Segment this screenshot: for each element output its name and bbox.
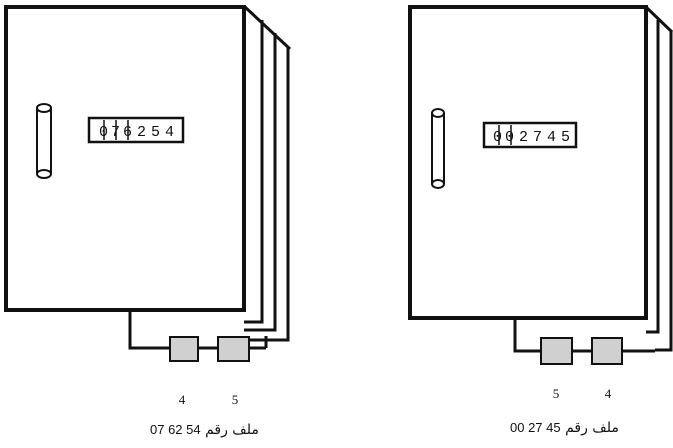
- right-file-word: ملف رقم: [565, 420, 619, 436]
- left-module-label-2: 5: [232, 392, 239, 407]
- left-digit: 7: [111, 124, 120, 141]
- right-cable: [515, 318, 541, 351]
- left-back-panel-2: [244, 33, 275, 330]
- left-digit: 5: [151, 124, 160, 141]
- left-file-word: ملف رقم: [205, 422, 259, 438]
- left-display-digits: 0 7 6 2 5 4: [99, 124, 174, 141]
- left-digit: 4: [165, 124, 174, 141]
- right-file-caption: 00 27 45 ملف رقم: [510, 420, 619, 436]
- right-file-number: 00 27 45: [510, 420, 561, 435]
- left-digit: 0: [99, 124, 108, 141]
- left-digit: 2: [137, 124, 146, 141]
- right-module-2: [592, 338, 622, 364]
- right-digit: 4: [547, 129, 556, 146]
- right-cabinet: [410, 7, 672, 364]
- left-back-panel-3: [248, 47, 288, 340]
- right-display-digits: 0 0 2 7 4 5: [493, 129, 570, 146]
- left-digit: 6: [123, 124, 132, 141]
- right-module-label-2: 4: [605, 386, 612, 401]
- right-digit: 0: [505, 129, 514, 146]
- right-digit: 5: [561, 129, 570, 146]
- left-panel-top-edge: [245, 7, 290, 49]
- right-module-1: [541, 338, 572, 364]
- left-module-label-1: 4: [179, 392, 186, 407]
- left-module-1: [170, 337, 198, 361]
- right-digit: 2: [519, 129, 528, 146]
- right-digit: 7: [533, 129, 542, 146]
- left-cable: [130, 310, 170, 348]
- right-digit: 0: [493, 129, 502, 146]
- right-module-label-1: 5: [553, 386, 560, 401]
- left-cabinet-door: [6, 7, 244, 310]
- left-file-caption: 07 62 54 ملف رقم: [150, 422, 259, 438]
- left-back-panel-1: [244, 20, 262, 322]
- right-cabinet-door: [410, 7, 646, 318]
- left-cabinet: [6, 7, 290, 361]
- left-module-2: [218, 337, 249, 361]
- left-file-number: 07 62 54: [150, 422, 201, 437]
